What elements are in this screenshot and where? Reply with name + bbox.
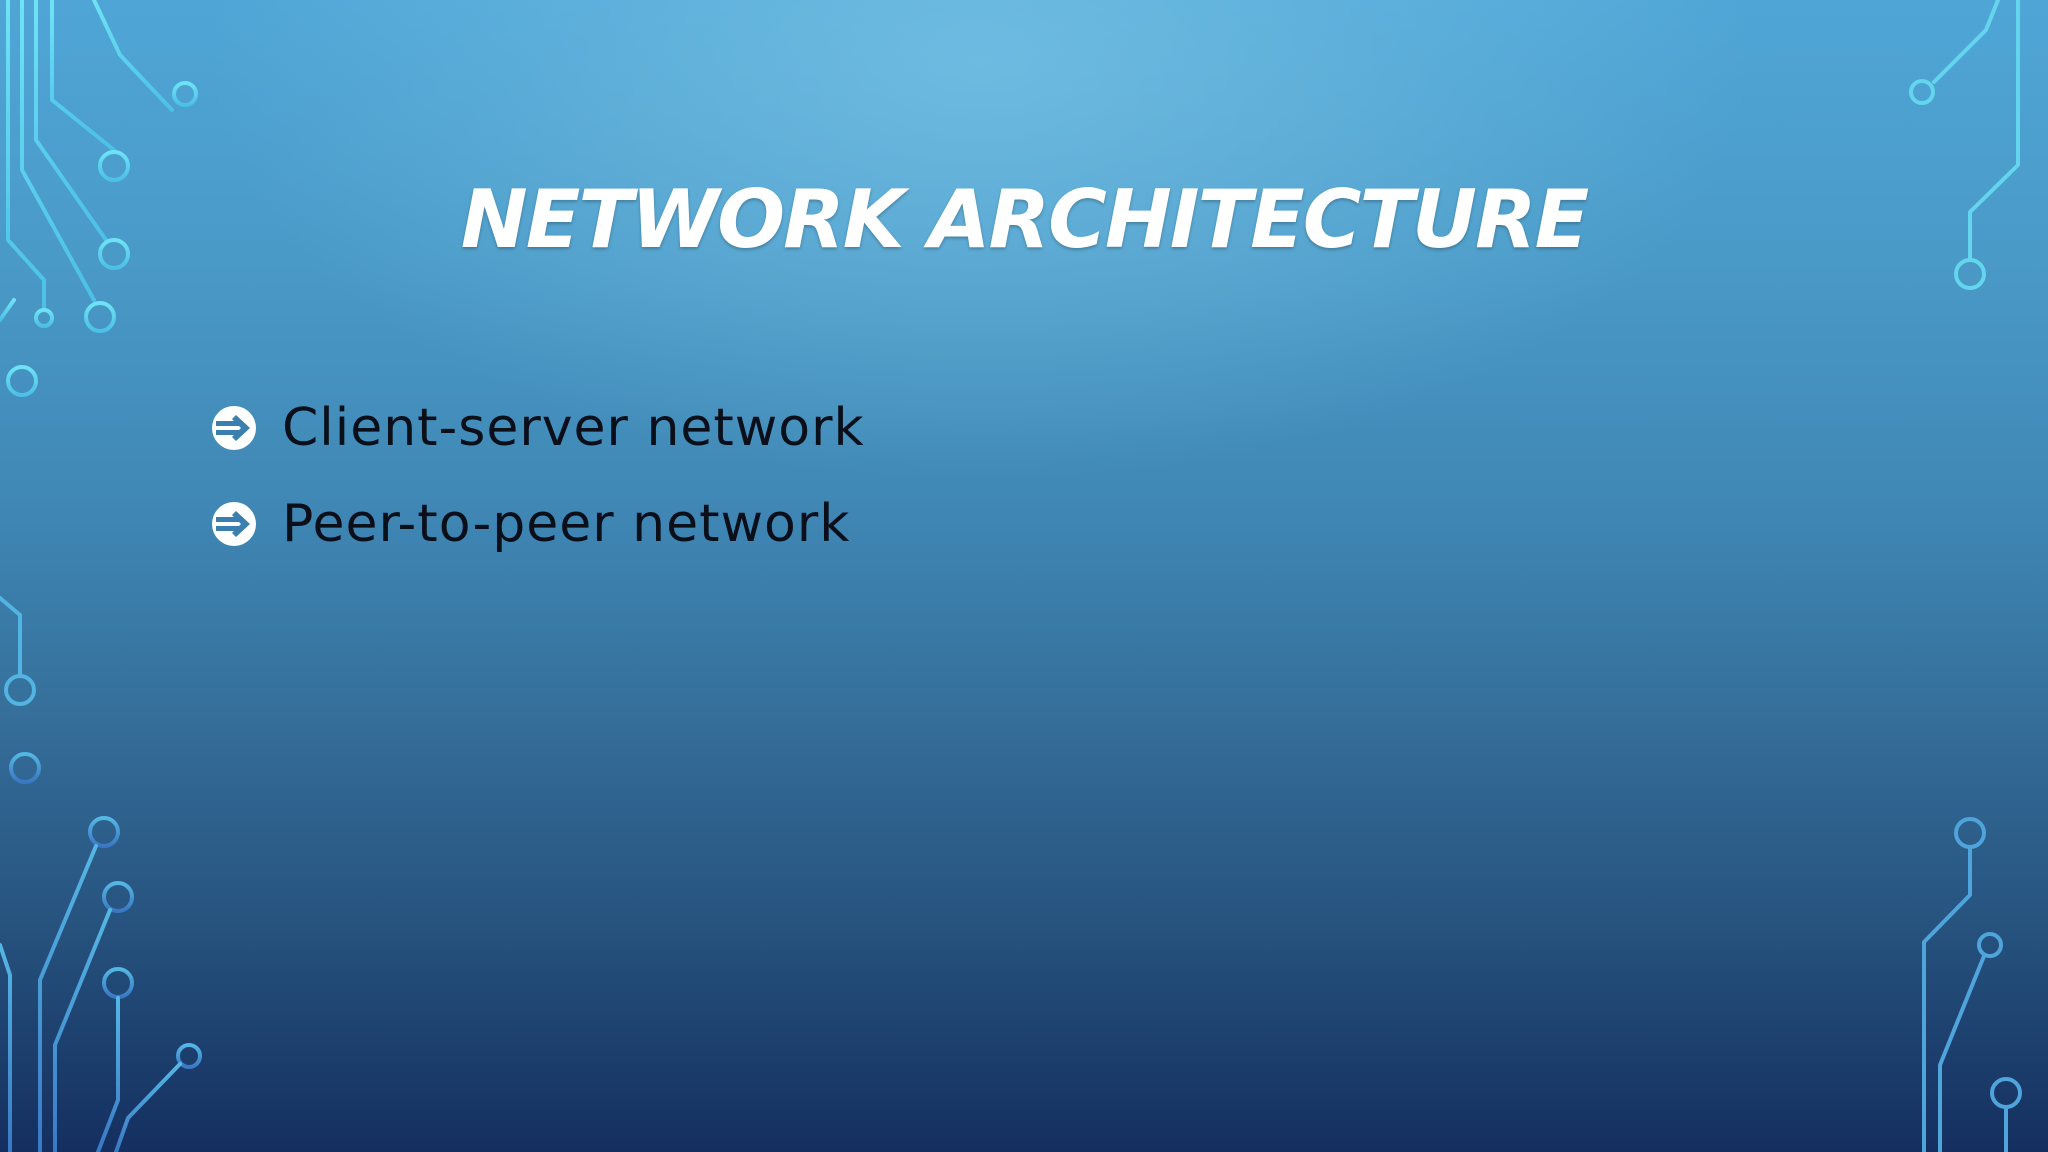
- circuit-bottom-left: [0, 752, 202, 1152]
- bullet-item-client-server: Client-server network: [210, 380, 865, 476]
- arrow-circle-right-icon: [212, 406, 256, 450]
- circuit-left-middle: [0, 596, 36, 706]
- circuit-top-right: [1909, 0, 2020, 290]
- bullet-text: Client-server network: [282, 398, 865, 458]
- circuit-top-left: [0, 0, 198, 397]
- bullet-item-peer-to-peer: Peer-to-peer network: [210, 476, 865, 572]
- circuit-bottom-right: [1922, 0, 2038, 1152]
- arrow-circle-right-icon: [212, 502, 256, 546]
- slide-title: NETWORK ARCHITECTURE: [460, 173, 1590, 266]
- bullet-list: Client-server network Peer-to-peer netwo…: [210, 380, 865, 572]
- bullet-text: Peer-to-peer network: [282, 494, 851, 554]
